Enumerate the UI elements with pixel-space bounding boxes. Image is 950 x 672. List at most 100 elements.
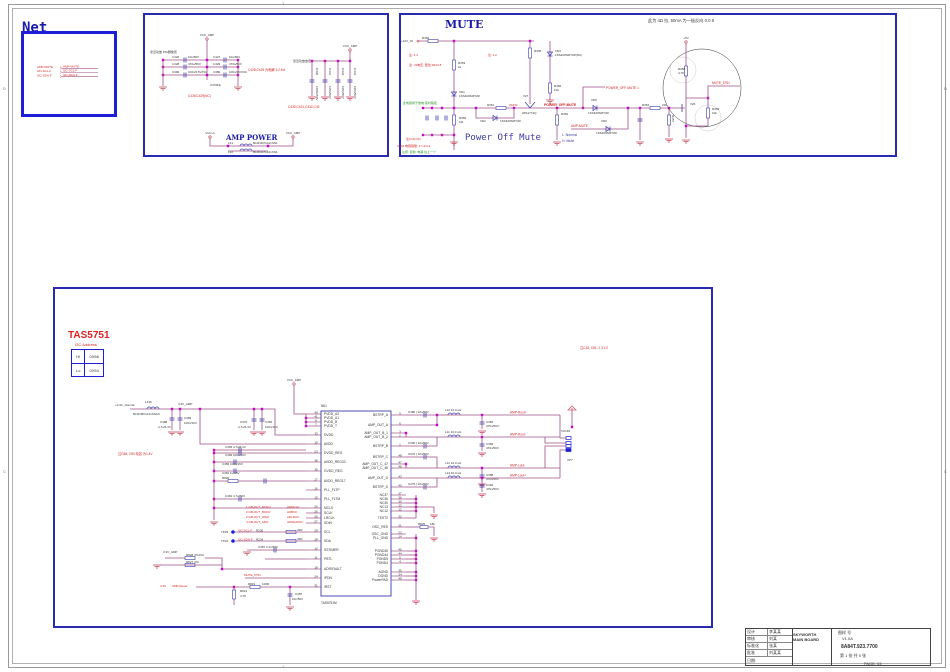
pin-name: GVDD_REG [324,469,343,473]
inductor-symbol [447,465,461,469]
cap-value: 470u/50V [188,62,201,66]
res-value: 18k [430,522,435,526]
legend-mute: H :Mute [562,139,574,143]
pin-name: PGND5 [377,557,389,561]
project-code: 8A84T.923.7700 [841,644,878,650]
cap-value: 4.7u/6.3V [238,425,251,429]
input-port-icon [416,39,420,43]
highlight-circle [662,48,742,128]
testpoint-ref: TP23 [221,530,229,534]
connector-pin [565,436,572,440]
res-value: 100R [262,582,270,586]
diode-ref: VD1 [459,90,465,94]
res-ref: R350 [422,36,430,40]
cap-value: 100n/50V [341,86,345,99]
title-block-signoffs: 设计李某某 审核刘某 标准化张某 批准刘某某 日期: [746,629,793,665]
pin-name: PBTL [324,557,332,561]
junction-dot [435,423,439,427]
out-cap-value: 470n/50V [486,446,499,450]
res-ref: R826 [222,476,230,480]
pin-number: 26 [314,510,318,514]
tas5751-panel [53,287,713,628]
power-port-label: VCC_AMP [287,378,302,382]
diode-symbol [605,125,611,133]
pin-number: 25 [314,515,318,519]
junction-dot [205,73,209,77]
res-ref: R359 [712,107,720,111]
pin-number: 47 [398,461,402,465]
pin-name: PLL_FLTP [324,488,340,492]
wire [428,526,435,536]
res-value: 10k [554,88,559,92]
cap-ref: C427 [213,55,221,59]
out-cap-ref: C382 [486,420,494,424]
note-label: 注: +5电压, 更改 R413 8 [409,62,442,67]
wire [209,138,294,147]
pin-number: 19 [314,441,318,445]
pin-number: 34 [398,573,402,577]
wire [406,456,438,468]
connector-label: VOUM [561,429,571,433]
pin-number: 14 [398,535,402,539]
pin-name: BSTRP_B [373,444,389,448]
pin-name: PGND44 [375,553,388,557]
pin-name: SDIN [324,521,332,525]
junction-dot [260,407,264,411]
connector-ref: XP7 [567,458,573,462]
note-label: C430,C431,C432,C43 [288,105,320,109]
note-label: 注: 4.4 [409,52,418,57]
mute-panel [399,13,897,157]
pin-number: 46 [398,465,402,469]
i2s-net: ADBCK [287,510,297,514]
pin-name: PGND45 [375,549,388,553]
junction-dot [205,65,209,69]
inductor-symbol [447,434,461,438]
res-ref: R357 [671,115,675,123]
res-value: 4.7K [678,71,684,75]
resistor-symbol [649,106,661,110]
pin-number: 5 [399,556,401,560]
pin-name: AGND [378,570,388,574]
note-label: C042 电容容量: 1:1:2:3:4 [397,143,431,148]
sheet-edge-mark: C [944,469,947,474]
pin-number: 4 [399,560,401,564]
junction-dot [404,431,408,435]
transistor-ref: V27 [523,94,529,98]
pin-number: 39 [314,468,318,472]
cap-value: 100n/50V [353,86,357,99]
diode-symbol [450,91,458,97]
signoff-role: 批准 [746,650,768,656]
transistor-value: 2PA1774Q [522,111,537,115]
power-port-icon [292,382,296,386]
cap-label: C386 100n/16V [222,462,243,466]
ic-tas5751m [320,410,392,597]
left-note: 注C88, C80 电容 为1.4V [118,451,153,456]
note-label: 靠近功放 PIN脚放置 [150,49,177,54]
amp-power-title: AMP POWER [225,133,277,142]
pin-name: AMP_OUT_D [368,476,389,480]
res-label: R827 47k [186,560,199,564]
pin-number: 8 [315,419,317,423]
pin-number: 30 [398,500,402,504]
resistor-symbol [232,589,236,600]
junction-dot [452,106,456,110]
out-cap-value: 470n/50V [486,424,499,428]
cap-value: 100n/16V [265,425,278,429]
wire [160,564,306,570]
signoff-row: 批准刘某某 [746,650,792,657]
pin-number: 40 [314,411,318,415]
pin-number: 27 [314,520,318,524]
i2c-address-label: I2C Address [75,342,97,347]
pin-number: 38 [314,459,318,463]
wire [544,437,566,444]
cap-label: C381 1u/16V [222,471,240,475]
rail-label: +3.3V_Normal [115,403,135,407]
company-name: SKYWORTH MAIN BOARD [793,632,819,642]
cap-ref: C388 [160,420,168,424]
inductor-label: L12 10.0 uH [445,461,461,465]
cap-ref: C433 [353,68,357,76]
junction-dot [430,106,434,110]
connector-pin [565,448,572,452]
pin-number: 15 [314,496,318,500]
